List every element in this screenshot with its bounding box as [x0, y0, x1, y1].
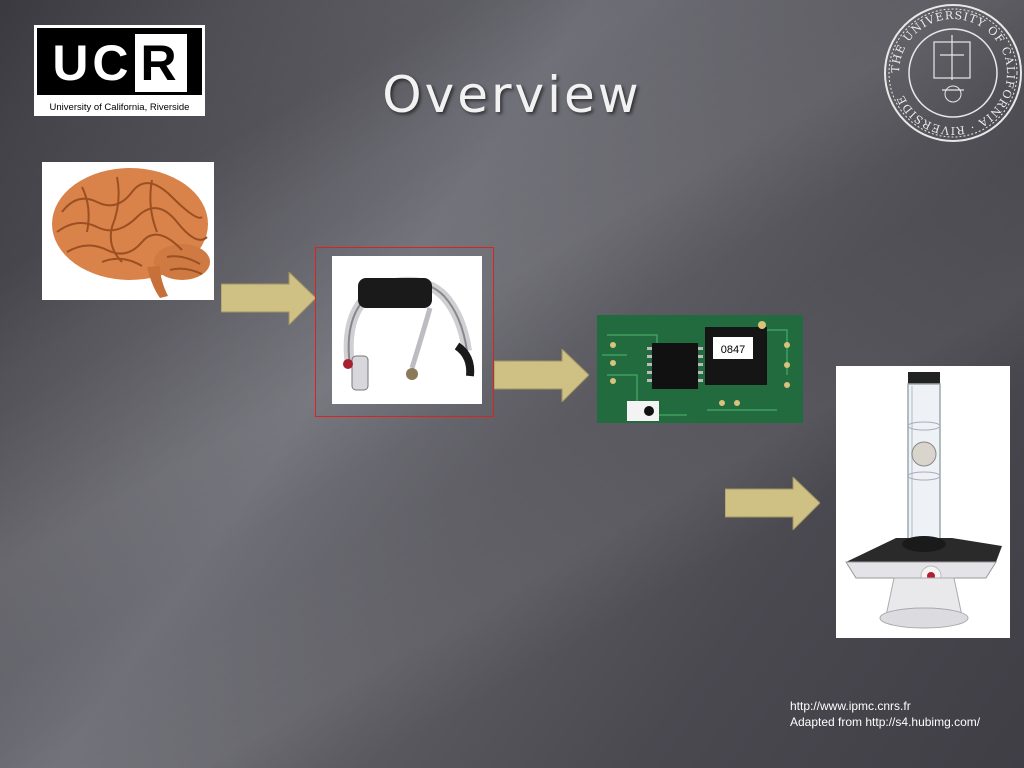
- brain-image: [42, 162, 214, 300]
- slide-title: Overview: [382, 66, 642, 124]
- chip-label: 0847: [721, 344, 745, 356]
- ucr-logo-subtitle: University of California, Riverside: [49, 102, 190, 113]
- ucr-logo-r: R: [134, 34, 187, 92]
- arrow-right-icon: [494, 349, 589, 402]
- circuit-board-image: 0847: [597, 315, 803, 423]
- headset-image: [332, 256, 482, 404]
- headset-highlight-border: [315, 247, 494, 417]
- image-credits: http://www.ipmc.cnrs.fr Adapted from htt…: [790, 698, 980, 730]
- arrow-right-icon: [725, 477, 820, 530]
- svg-text:THE UNIVERSITY OF CALIFORNIA ·: THE UNIVERSITY OF CALIFORNIA · RIVERSIDE: [889, 9, 1017, 137]
- credit-line-2: Adapted from http://s4.hubimg.com/: [790, 715, 981, 729]
- university-seal-icon: THE UNIVERSITY OF CALIFORNIA · RIVERSIDE: [884, 4, 1022, 142]
- levitation-tube-image: [836, 366, 1010, 638]
- credit-line-1: http://www.ipmc.cnrs.fr: [790, 699, 911, 713]
- seal-text: THE UNIVERSITY OF CALIFORNIA · RIVERSIDE: [889, 9, 1016, 137]
- arrow-right-icon: [221, 272, 316, 325]
- ucr-logo-uc: UC: [52, 35, 133, 91]
